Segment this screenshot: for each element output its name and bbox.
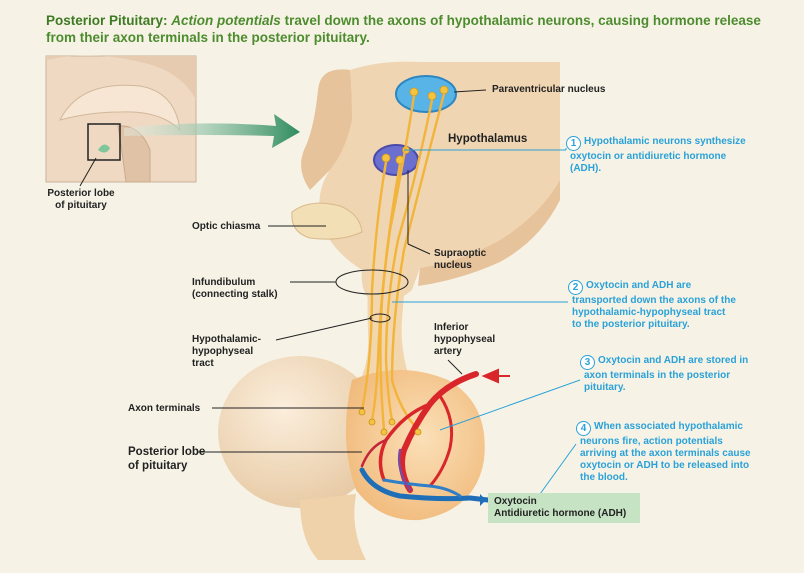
axon-terminal-dots xyxy=(358,408,422,436)
label-paraventricular: Paraventricular nucleus xyxy=(492,84,606,95)
anterior-lobe xyxy=(218,356,382,508)
brain-inset xyxy=(45,55,197,187)
title-bold: Posterior Pituitary: xyxy=(46,13,168,28)
inset-pituitary xyxy=(98,144,110,153)
figure-title: Posterior Pituitary: Action potentials t… xyxy=(46,12,786,46)
hormone-adh: Antidiuretic hormone (ADH) xyxy=(494,508,627,519)
hormone-oxytocin: Oxytocin xyxy=(494,496,537,507)
title-rest: travel down the axons of hypothalamic ne… xyxy=(46,13,761,45)
label-optic-chiasma: Optic chiasma xyxy=(192,221,261,232)
posterior-lobe xyxy=(345,370,485,521)
inset-highlight-box xyxy=(87,123,121,161)
label-artery: Inferior hypophyseal artery xyxy=(434,322,496,357)
artery-arrow xyxy=(481,368,510,384)
hormone-box: Oxytocin Antidiuretic hormone (ADH) xyxy=(488,493,640,523)
label-tract: Hypothalamic- hypophyseal tract xyxy=(192,334,261,369)
title-italic: Action potentials xyxy=(171,13,281,28)
label-hypothalamus: Hypothalamus xyxy=(448,133,528,145)
vein-arrow xyxy=(480,494,486,506)
blood-vessels xyxy=(359,371,491,503)
label-axon-terminals: Axon terminals xyxy=(128,403,201,414)
zoom-arrow xyxy=(124,114,300,148)
lobe-base xyxy=(300,494,366,560)
label-infundibulum: Infundibulum (connecting stalk) xyxy=(192,277,278,300)
label-supraoptic-nucleus: Supraoptic nucleus xyxy=(434,248,487,271)
label-posterior-lobe: Posterior lobe of pituitary xyxy=(128,446,206,472)
label-posterior-lobe-inset: Posterior lobe of pituitary xyxy=(47,188,115,211)
paraventricular-nucleus-shape xyxy=(395,75,457,113)
